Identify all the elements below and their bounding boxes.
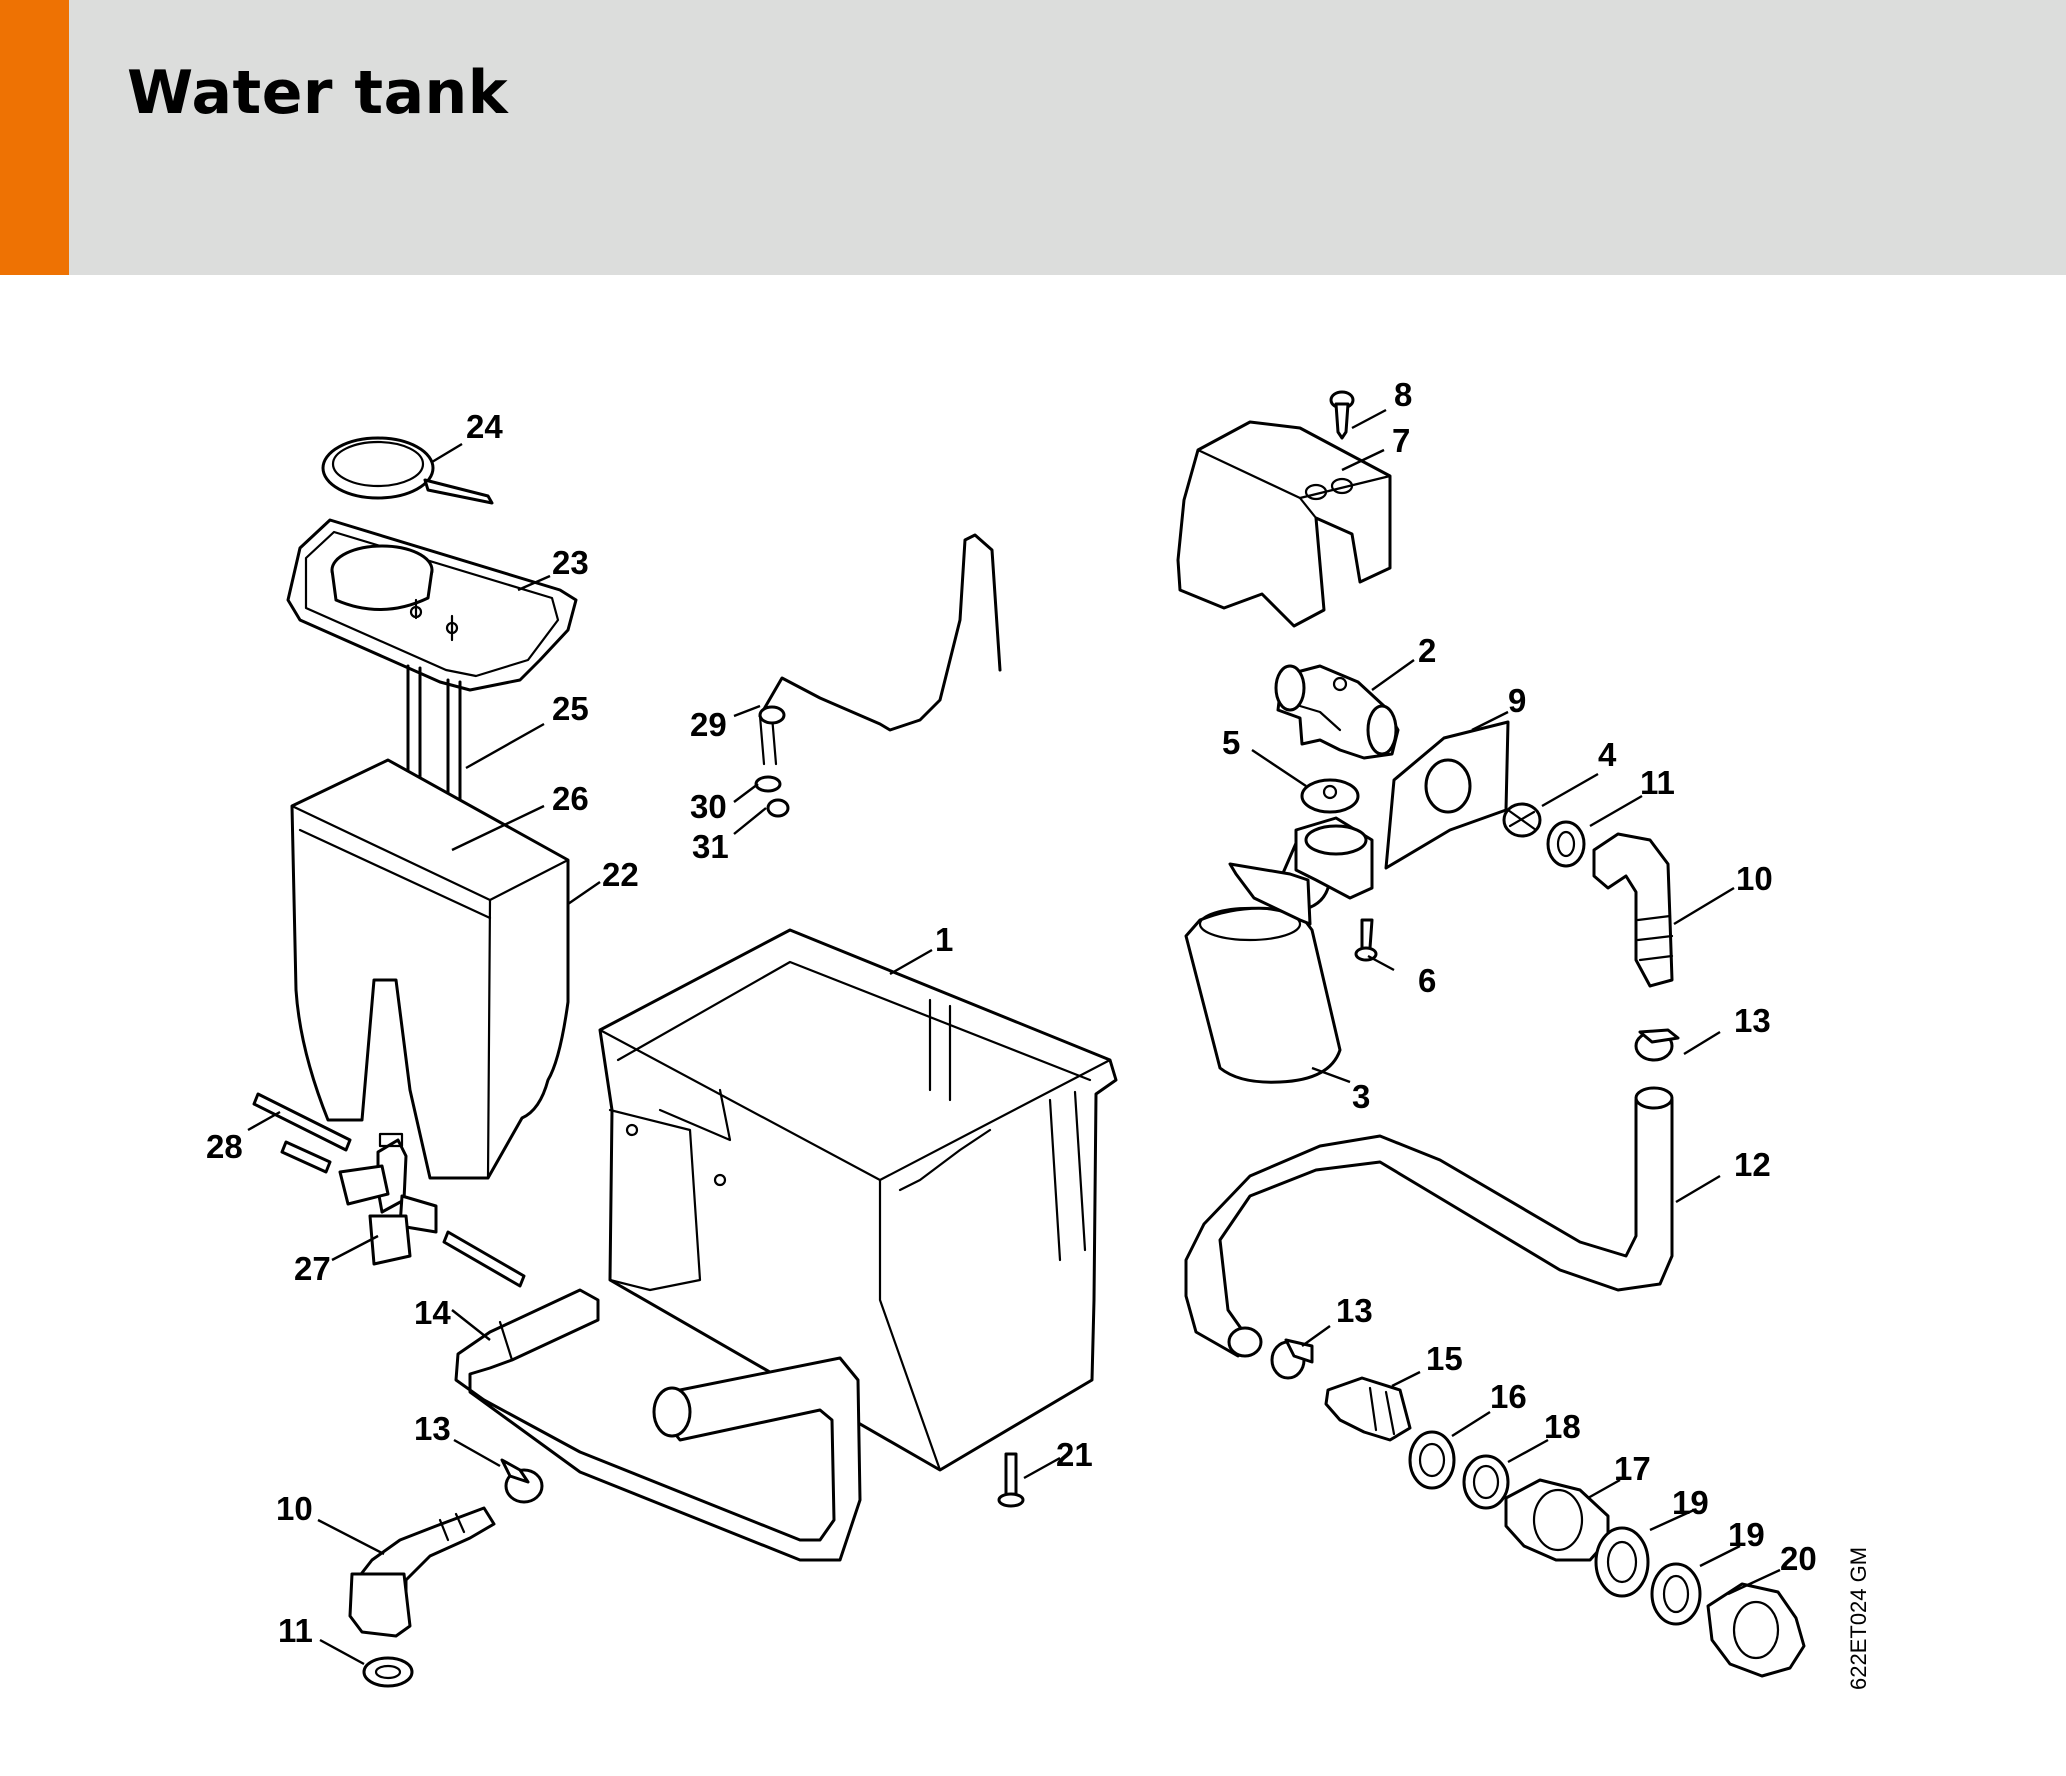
callout-13-lower: 13 bbox=[1336, 1292, 1373, 1329]
callout-7: 7 bbox=[1392, 422, 1410, 459]
callout-14: 14 bbox=[414, 1294, 451, 1331]
callout-23: 23 bbox=[552, 544, 589, 581]
callout-11-left: 11 bbox=[278, 1612, 313, 1649]
callout-31: 31 bbox=[692, 828, 729, 865]
callout-1: 1 bbox=[935, 921, 953, 958]
callout-29: 29 bbox=[690, 706, 727, 743]
part-19-ring-a bbox=[1594, 1526, 1650, 1598]
part-7-cover bbox=[1176, 420, 1392, 628]
callout-19-a: 19 bbox=[1672, 1484, 1709, 1521]
part-13-clip-left bbox=[500, 1458, 544, 1504]
callout-11-right: 11 bbox=[1640, 764, 1675, 801]
leader-lines bbox=[247, 408, 1781, 1666]
callout-16: 16 bbox=[1490, 1378, 1527, 1415]
part-5-diaphragm bbox=[1300, 778, 1360, 814]
callout-12: 12 bbox=[1734, 1146, 1771, 1183]
callout-5: 5 bbox=[1222, 724, 1240, 761]
part-4-filter bbox=[1502, 802, 1542, 838]
callout-10-right: 10 bbox=[1736, 860, 1773, 897]
part-31-nut bbox=[766, 798, 790, 818]
header-bar bbox=[0, 0, 2066, 275]
part-15-fitting bbox=[1324, 1376, 1412, 1442]
part-11-washer-right bbox=[1546, 820, 1586, 868]
callout-25: 25 bbox=[552, 690, 589, 727]
part-16-nut bbox=[1408, 1430, 1456, 1490]
part-13-clip-right bbox=[1634, 1028, 1680, 1062]
callout-13-right: 13 bbox=[1734, 1002, 1771, 1039]
part-9-plate bbox=[1384, 720, 1510, 870]
part-10-elbow-right bbox=[1592, 832, 1674, 988]
part-28-tubes bbox=[252, 1092, 526, 1288]
part-18-washer bbox=[1462, 1454, 1510, 1510]
part-29-rod bbox=[758, 533, 1002, 766]
callout-26: 26 bbox=[552, 780, 589, 817]
callout-18: 18 bbox=[1544, 1408, 1581, 1445]
callout-21: 21 bbox=[1056, 1436, 1093, 1473]
callout-27: 27 bbox=[294, 1250, 331, 1287]
part-24-cap bbox=[321, 436, 494, 505]
part-8-screw bbox=[1329, 390, 1355, 440]
part-17-coupling bbox=[1504, 1478, 1610, 1562]
part-23-lid bbox=[286, 518, 578, 692]
callout-28: 28 bbox=[206, 1128, 243, 1165]
callout-2: 2 bbox=[1418, 632, 1436, 669]
part-3-float bbox=[1184, 832, 1342, 1084]
part-21-screw bbox=[997, 1452, 1025, 1508]
accent-stripe bbox=[0, 0, 69, 275]
callout-10-left: 10 bbox=[276, 1490, 313, 1527]
callout-30: 30 bbox=[690, 788, 727, 825]
part-14-hose bbox=[454, 1288, 862, 1562]
part-11-washer-left bbox=[362, 1656, 414, 1688]
part-10-elbow-left bbox=[348, 1506, 496, 1638]
callout-15: 15 bbox=[1426, 1340, 1463, 1377]
callout-24: 24 bbox=[466, 408, 503, 445]
part-6-screw bbox=[1354, 918, 1378, 962]
page-title: Water tank bbox=[127, 58, 509, 128]
part-2-valve bbox=[1274, 664, 1400, 760]
part-30-washer bbox=[754, 775, 782, 793]
part-2-valve-base bbox=[1294, 816, 1374, 900]
callout-8: 8 bbox=[1394, 376, 1412, 413]
callout-9: 9 bbox=[1508, 682, 1526, 719]
part-20-connector bbox=[1706, 1582, 1806, 1678]
callout-6: 6 bbox=[1418, 962, 1436, 999]
callout-22: 22 bbox=[602, 856, 639, 893]
part-27-fitting bbox=[338, 1132, 438, 1266]
part-1-housing bbox=[598, 928, 1118, 1472]
callout-3: 3 bbox=[1352, 1078, 1370, 1115]
part-19-ring-b bbox=[1650, 1562, 1702, 1626]
part-13-clip-lower bbox=[1270, 1338, 1314, 1380]
part-22-tank bbox=[290, 758, 570, 1180]
callout-19-b: 19 bbox=[1728, 1516, 1765, 1553]
callout-17: 17 bbox=[1614, 1450, 1651, 1487]
callout-13-left: 13 bbox=[414, 1410, 451, 1447]
drawing-reference-code: 622ET024 GM bbox=[1846, 1547, 1871, 1690]
callout-20: 20 bbox=[1780, 1540, 1817, 1577]
part-12-hose bbox=[1184, 1086, 1674, 1358]
callout-4: 4 bbox=[1598, 736, 1617, 773]
